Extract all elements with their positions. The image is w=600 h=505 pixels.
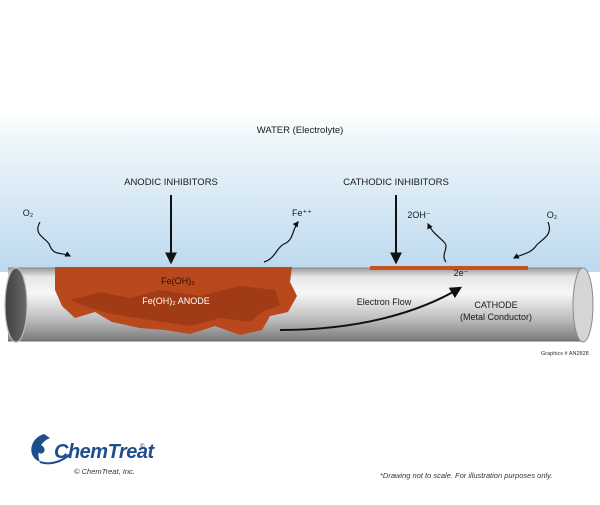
electron-flow-label: Electron Flow [356, 297, 412, 307]
iron-ion-label: Fe⁺⁺ [291, 208, 313, 218]
oxygen-left-label: O₂ [22, 208, 34, 218]
anode-rust [55, 267, 297, 335]
cathodic-inhibitors-label: CATHODIC INHIBITORS [343, 177, 449, 188]
anodic-inhibitors-label: ANODIC INHIBITORS [124, 177, 218, 188]
brand-name: ChemTreat [54, 441, 154, 463]
oxygen-right-label: O₂ [546, 210, 558, 220]
hydroxide-label: 2OH⁻ [407, 210, 431, 220]
trademark-mark: ® [140, 444, 145, 450]
anode-label: Fe(OH)₂ ANODE [142, 296, 210, 306]
electron-flow-arrow [279, 286, 463, 331]
electrons-label: 2e⁻ [453, 268, 469, 278]
hydroxide-arrow [427, 222, 447, 263]
pipe-right-end [572, 267, 594, 343]
graphics-reference: Graphics # AN2828 [541, 351, 589, 357]
pipe-left-end [5, 268, 27, 342]
o2-right-arrow [512, 221, 550, 259]
cathode-label: CATHODE (Metal Conductor) [460, 299, 532, 323]
water-electrolyte-label: WATER (Electrolyte) [256, 125, 344, 136]
chemtreat-logo-icon [31, 434, 71, 465]
fe-ion-arrow [263, 221, 299, 263]
brand-copyright: © ChemTreat, Inc. [74, 467, 135, 476]
ferric-hydroxide-label: Fe(OH)₃ [161, 276, 195, 286]
cathodic-coating [370, 266, 528, 270]
cathode-subtitle: (Metal Conductor) [459, 312, 533, 322]
scale-footnote: *Drawing not to scale. For illustration … [380, 471, 553, 480]
water-region [0, 112, 600, 272]
cathode-title: CATHODE [474, 300, 518, 310]
o2-left-arrow [37, 221, 72, 257]
